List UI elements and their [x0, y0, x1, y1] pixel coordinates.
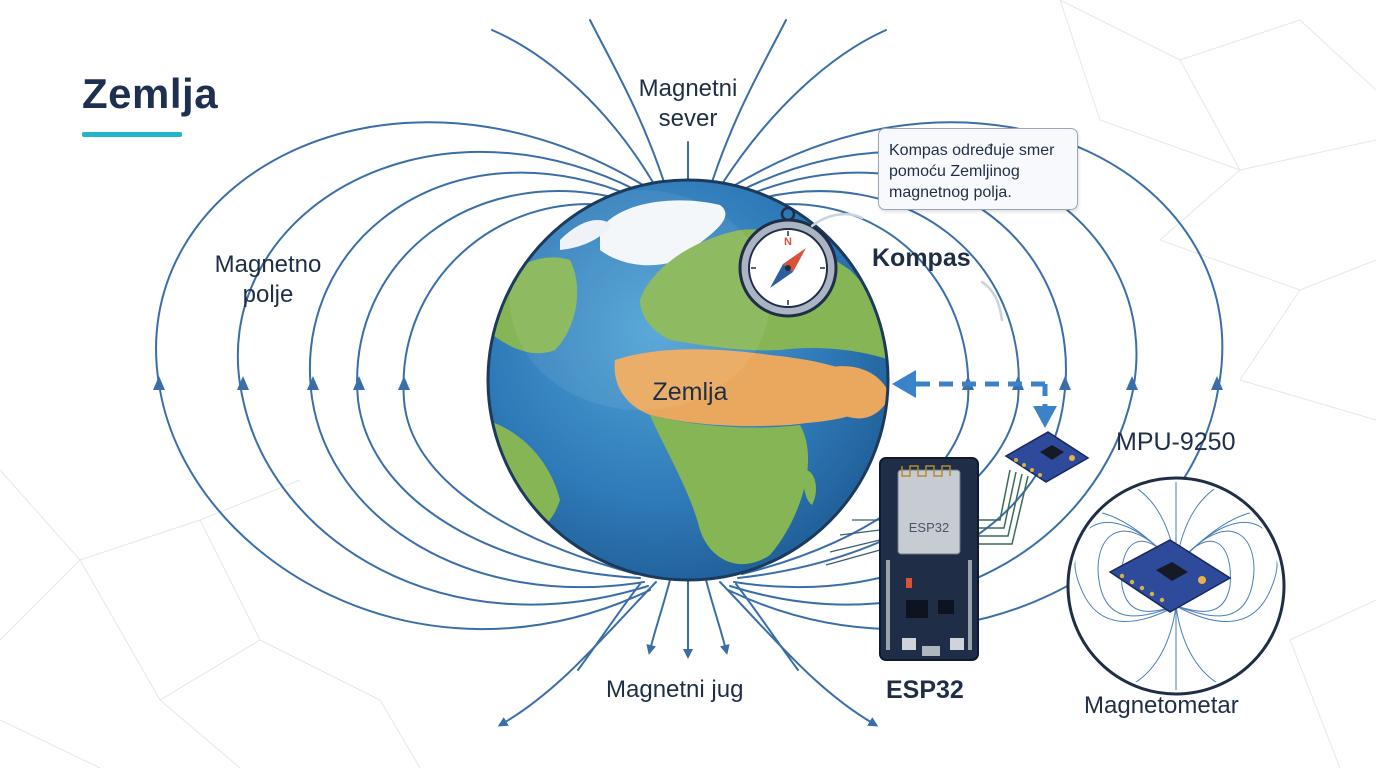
arrow-head-left: [892, 370, 916, 398]
magnetometer-illustration: [1044, 478, 1307, 694]
magnetic-south-label: Magnetni jug: [606, 676, 743, 704]
esp32-chip-label: ESP32: [909, 520, 949, 535]
compass-north-letter: N: [784, 236, 792, 248]
arrow-up-7: [1126, 376, 1138, 390]
compass-callout: Kompas određuje smer pomoću Zemljinog ma…: [878, 128, 1078, 210]
mpu9250-board: [1006, 432, 1088, 482]
arrow-head-down: [1033, 406, 1057, 428]
arrow-up-3: [307, 376, 319, 390]
earth-label: Zemlja: [630, 378, 750, 407]
mpu9250-label: MPU-9250: [1116, 428, 1236, 457]
field-line-bottom-2: [650, 580, 670, 650]
arrow-up-5: [398, 376, 410, 390]
arrow-up-4: [353, 376, 365, 390]
field-line-bottom-7: [736, 584, 798, 670]
board-wires: [976, 470, 1028, 544]
sensor-to-earth-arrow: [892, 370, 1057, 428]
magnetometer-label: Magnetometar: [1084, 692, 1239, 720]
field-line-bottom-3: [706, 580, 726, 650]
magnetic-north-label: Magnetni sever: [618, 74, 758, 134]
arrow-up-8: [1059, 376, 1071, 390]
title-underline: [82, 132, 182, 137]
magnetic-field-label: Magnetno polje: [198, 250, 338, 310]
arrow-up-6: [1211, 376, 1223, 390]
arrow-up-1: [153, 376, 165, 390]
page-title: Zemlja: [82, 70, 218, 118]
esp32-label: ESP32: [886, 676, 964, 705]
compass-label: Kompas: [872, 244, 971, 273]
esp32-board: [880, 458, 978, 660]
